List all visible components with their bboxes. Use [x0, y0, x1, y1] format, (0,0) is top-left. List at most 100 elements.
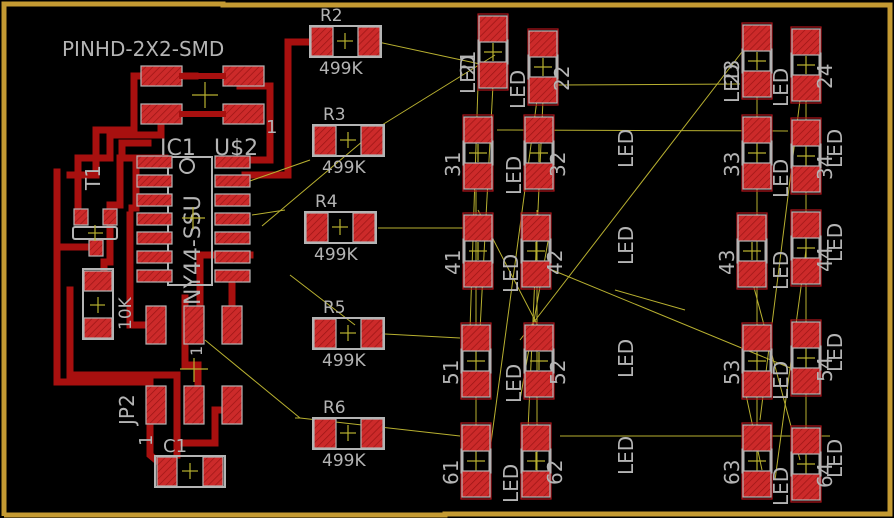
led-24[interactable]: 24 LED — [769, 26, 837, 107]
led-type-label: LED — [506, 70, 530, 109]
resistor-name-label: R6 — [323, 398, 346, 418]
led-id-label: 44 — [813, 247, 837, 272]
t1-label: T1 — [81, 165, 105, 191]
ic1-pad-left — [136, 174, 173, 188]
led-type-label: LED — [823, 333, 847, 372]
transistor-t1[interactable]: T1 — [72, 165, 118, 257]
ic1-pad-right — [214, 174, 251, 188]
resistor-value-label: 499K — [322, 451, 366, 471]
led-id-label: 53 — [720, 360, 744, 385]
ic1-pad-right — [214, 193, 251, 207]
led-31[interactable]: 31 — [441, 114, 494, 192]
led-id-label: 52 — [546, 360, 570, 385]
resistor-r4[interactable]: R4 499K — [304, 192, 377, 265]
led-id-label: 32 — [546, 152, 570, 177]
led-type-label: LED — [614, 129, 638, 168]
header-name-label: PINHD-2X2-SMD — [62, 37, 224, 61]
ic1-pad-left — [136, 212, 173, 226]
led-id-label: 23 — [720, 60, 744, 85]
led-type-label: LED — [614, 436, 638, 475]
header-pin1-label: 1 — [266, 117, 277, 138]
led-id-label: 62 — [543, 460, 567, 485]
led-22[interactable]: 22 LED — [506, 28, 574, 109]
ic1-pad-right — [214, 212, 251, 226]
led-51[interactable]: 51 — [439, 322, 492, 400]
led-42[interactable]: 42 LED — [499, 212, 567, 293]
ic1-pad-right — [214, 250, 251, 264]
led-type-label: LED — [502, 364, 526, 403]
r10k-value-label: 10K — [116, 296, 136, 330]
led-type-label: LED — [499, 254, 523, 293]
ic1-tiny44[interactable]: IC1 U$2 NY44-SSU — [136, 136, 258, 305]
resistor-r6[interactable]: R6 499K — [312, 398, 385, 471]
led-type-label: LED — [823, 439, 847, 478]
resistor-name-label: R4 — [315, 192, 338, 212]
ic1-pad-right — [214, 269, 251, 283]
ic1-pad-left — [136, 231, 173, 245]
resistor-r5[interactable]: R5 499K — [312, 298, 385, 371]
jp2-pin1-label: 1 — [136, 435, 157, 446]
led-id-label: 31 — [441, 152, 465, 177]
led-52[interactable]: 52 LED — [502, 322, 570, 403]
ic1-pad-right — [214, 155, 251, 169]
led-type-label: LED — [614, 226, 638, 265]
c1-label: C1 — [163, 436, 187, 457]
resistor-name-label: R5 — [323, 298, 346, 318]
led-type-label: LED — [823, 129, 847, 168]
led-61[interactable]: 61 — [439, 422, 492, 500]
ic1-pad-right — [214, 231, 251, 245]
led-type-label: LED — [823, 223, 847, 262]
led-type-labels: LED LED LED LED LED LED LED LED — [614, 129, 847, 478]
led-type-label: LED — [769, 251, 793, 290]
led-62[interactable]: 62 LED — [499, 422, 567, 503]
led-type-label: LED — [456, 55, 480, 94]
led-63[interactable]: 63 — [720, 422, 773, 500]
led-type-label: LED — [720, 64, 744, 103]
led-id-label: 24 — [813, 64, 837, 89]
r1-fragment-label: 1 — [187, 346, 206, 356]
led-id-label: 22 — [550, 66, 574, 91]
capacitor-c1[interactable]: C1 — [154, 436, 226, 488]
led-id-label: 51 — [439, 360, 463, 385]
led-id-label: 21 — [456, 51, 480, 76]
header-pinhd-2x2[interactable]: PINHD-2X2-SMD 1 — [62, 37, 277, 138]
ic1-pad-left — [136, 155, 173, 169]
led-type-label: LED — [769, 361, 793, 400]
led-id-label: 63 — [720, 460, 744, 485]
led-33[interactable]: 33 — [720, 114, 773, 192]
led-id-label: 41 — [441, 250, 465, 275]
led-43[interactable]: 43 — [715, 212, 768, 290]
led-type-label: LED — [769, 467, 793, 506]
led-id-label: 42 — [543, 250, 567, 275]
resistor-r2[interactable]: R2 499K — [309, 6, 382, 79]
resistor-name-label: R2 — [320, 6, 343, 26]
jumper-jp2[interactable]: JP2 1 1 — [115, 305, 243, 446]
led-type-label: LED — [769, 68, 793, 107]
copper-traces — [53, 38, 324, 470]
resistor-value-label: 499K — [322, 351, 366, 371]
led-64[interactable]: 64 LED — [769, 425, 837, 506]
resistor-10k[interactable]: 10K — [82, 268, 136, 340]
resistor-value-label: 499K — [314, 245, 358, 265]
led-34[interactable]: 34 LED — [769, 117, 837, 198]
ic1-pad-left — [136, 250, 173, 264]
ic1-pad-left — [136, 269, 173, 283]
led-type-label: LED — [499, 464, 523, 503]
led-type-label: LED — [769, 159, 793, 198]
led-id-label: 33 — [720, 152, 744, 177]
ic1-pad-left — [136, 193, 173, 207]
led-53[interactable]: 53 — [720, 322, 773, 400]
led-id-label: 34 — [813, 155, 837, 180]
led-44[interactable]: 44 LED — [769, 209, 837, 290]
led-id-label: 64 — [813, 463, 837, 488]
led-41[interactable]: 41 — [441, 212, 494, 290]
resistor-value-label: 499K — [319, 59, 363, 79]
